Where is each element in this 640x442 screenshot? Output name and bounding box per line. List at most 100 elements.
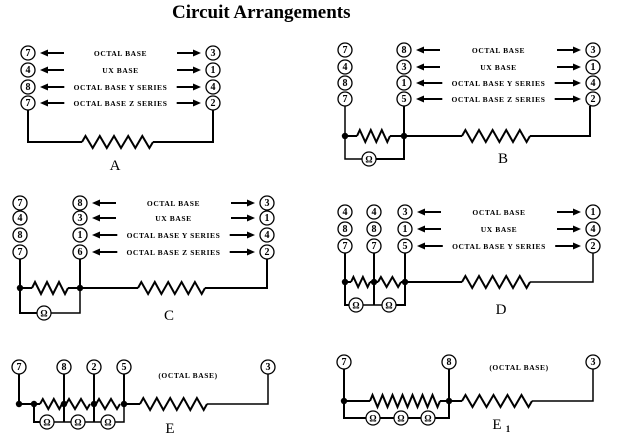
pin-circle bbox=[72, 195, 88, 211]
pin-number: 7 bbox=[18, 247, 23, 258]
pin-number: 1 bbox=[265, 213, 270, 224]
meter-symbol: Ω bbox=[104, 418, 111, 428]
pin-circle bbox=[397, 221, 413, 237]
pin-number: 1 bbox=[591, 62, 596, 73]
pin-number: 7 bbox=[26, 98, 31, 109]
pin-circle bbox=[205, 45, 221, 61]
pin: 3 bbox=[259, 195, 275, 211]
junction-node bbox=[90, 400, 98, 408]
pin: 5 bbox=[397, 238, 413, 254]
pin: 1 bbox=[205, 62, 221, 78]
arrow-left-icon bbox=[92, 248, 100, 256]
wire bbox=[27, 110, 82, 143]
pin-circle bbox=[72, 210, 88, 226]
pin-circle bbox=[585, 59, 601, 75]
arrow-left-icon bbox=[417, 242, 425, 250]
junction-node bbox=[16, 284, 24, 292]
pin-number: 1 bbox=[403, 224, 408, 235]
base-note: (OCTAL BASE) bbox=[489, 363, 548, 372]
pin-circle bbox=[585, 221, 601, 237]
pin-number: 7 bbox=[18, 198, 23, 209]
pin-circle bbox=[205, 79, 221, 95]
arrow-right-icon bbox=[193, 66, 201, 74]
pin-number: 3 bbox=[402, 62, 407, 73]
pin: 1 bbox=[585, 59, 601, 75]
resistor bbox=[65, 397, 91, 411]
pin-circle bbox=[20, 79, 36, 95]
pin-number: 3 bbox=[403, 207, 408, 218]
junction-node bbox=[400, 132, 408, 140]
pin-number: 7 bbox=[26, 48, 31, 59]
pin-number: 2 bbox=[211, 98, 216, 109]
pin-number: 5 bbox=[122, 362, 127, 373]
pin-number: 8 bbox=[447, 357, 452, 368]
pin: 8 bbox=[366, 221, 382, 237]
pin-circle bbox=[397, 204, 413, 220]
pin-number: 8 bbox=[18, 230, 23, 241]
pin: 7 bbox=[11, 359, 27, 375]
pin: 4 bbox=[20, 62, 36, 78]
wire bbox=[435, 401, 450, 419]
meter-symbol: Ω bbox=[369, 414, 376, 424]
arrow-left-icon bbox=[40, 99, 48, 107]
junction-node bbox=[341, 132, 349, 140]
base-type-label: OCTAL BASE Y SERIES bbox=[127, 231, 221, 240]
pin: 3 bbox=[72, 210, 88, 226]
pin: 8 bbox=[12, 227, 28, 243]
wire bbox=[532, 369, 594, 402]
pin: 7 bbox=[12, 195, 28, 211]
meter-symbol: Ω bbox=[352, 301, 359, 311]
base-type-label: OCTAL BASE Y SERIES bbox=[452, 242, 546, 251]
pin: 2 bbox=[585, 91, 601, 107]
pin-circle bbox=[259, 195, 275, 211]
pin: 4 bbox=[259, 227, 275, 243]
pin: 7 bbox=[336, 354, 352, 370]
pin: 4 bbox=[337, 59, 353, 75]
base-type-label: OCTAL BASE bbox=[472, 46, 525, 55]
resistor bbox=[350, 274, 371, 290]
pin-number: 7 bbox=[343, 45, 348, 56]
junction-node bbox=[341, 278, 349, 286]
base-type-label: UX BASE bbox=[102, 66, 139, 75]
pin-circle bbox=[585, 42, 601, 58]
pin: 1 bbox=[72, 227, 88, 243]
arrow-right-icon bbox=[247, 214, 255, 222]
pin-number: 1 bbox=[78, 230, 83, 241]
arrow-right-icon bbox=[573, 208, 581, 216]
pin-circle bbox=[396, 42, 412, 58]
pin: 4 bbox=[585, 221, 601, 237]
resistor bbox=[461, 273, 531, 291]
meter: Ω bbox=[361, 151, 377, 167]
pin: 1 bbox=[259, 210, 275, 226]
arrow-left-icon bbox=[417, 225, 425, 233]
meter: Ω bbox=[348, 297, 364, 313]
pin-circle bbox=[12, 227, 28, 243]
pin: 8 bbox=[56, 359, 72, 375]
pin: 2 bbox=[86, 359, 102, 375]
pin: 4 bbox=[585, 75, 601, 91]
meter: Ω bbox=[70, 414, 86, 430]
pin-number: 7 bbox=[17, 362, 22, 373]
wire bbox=[115, 404, 125, 423]
resistor bbox=[139, 395, 208, 413]
resistor bbox=[81, 134, 154, 150]
pin-circle bbox=[337, 42, 353, 58]
meter-symbol: Ω bbox=[385, 301, 392, 311]
pin-number: 3 bbox=[211, 48, 216, 59]
pin: 1 bbox=[585, 204, 601, 220]
pin: 8 bbox=[337, 221, 353, 237]
resistor bbox=[461, 393, 533, 409]
arrow-right-icon bbox=[247, 248, 255, 256]
pin: 3 bbox=[397, 204, 413, 220]
pin-circle bbox=[337, 59, 353, 75]
wire bbox=[205, 259, 268, 289]
arrow-left-icon bbox=[40, 83, 48, 91]
pin: 7 bbox=[337, 42, 353, 58]
pin: 4 bbox=[337, 204, 353, 220]
pin-circle bbox=[20, 45, 36, 61]
pin: 8 bbox=[20, 79, 36, 95]
pin-number: 8 bbox=[343, 78, 348, 89]
base-type-label: OCTAL BASE bbox=[94, 49, 147, 58]
pin-number: 8 bbox=[78, 198, 83, 209]
resistor bbox=[356, 127, 391, 145]
